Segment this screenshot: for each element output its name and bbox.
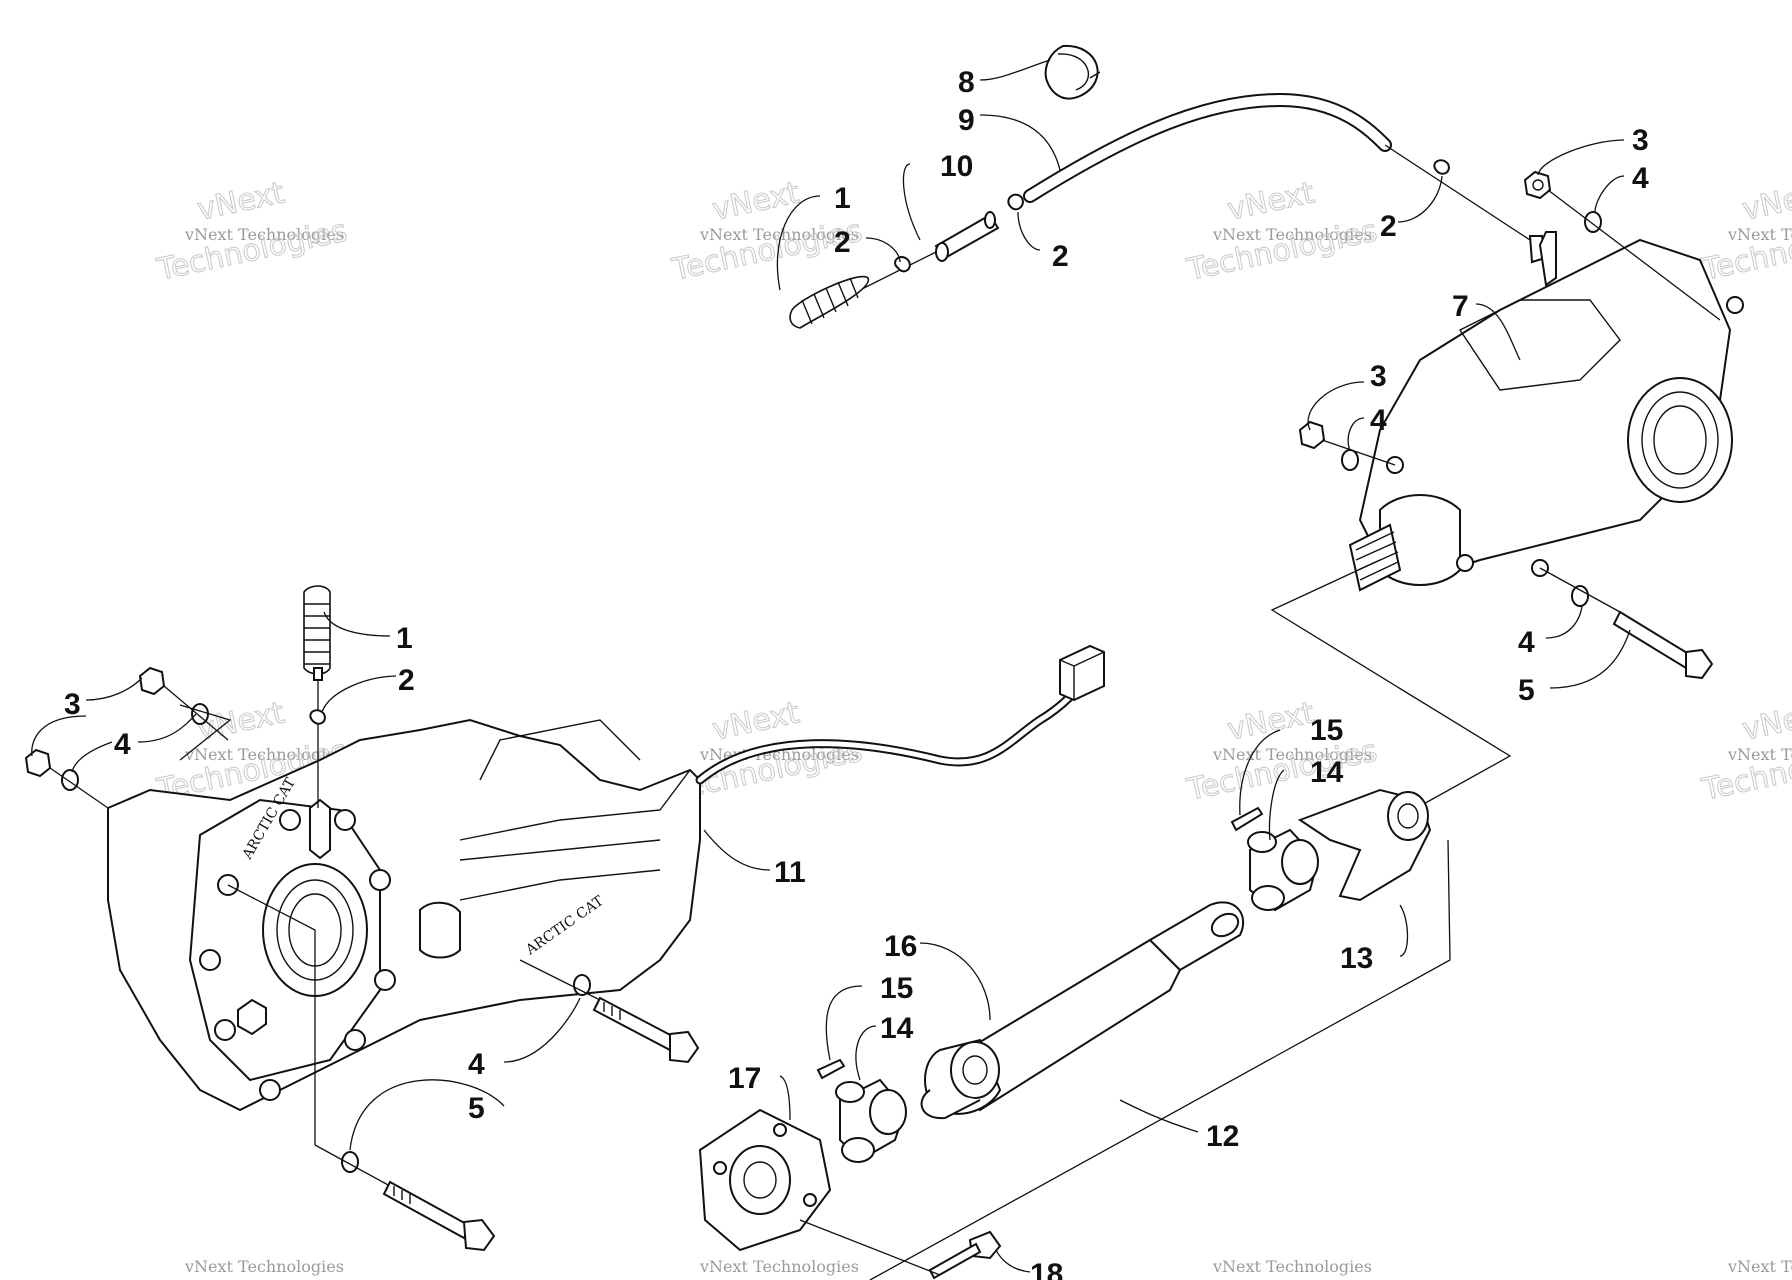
- watermark-9: vNext Technologies vNext Technologies vN…: [184, 1257, 1792, 1276]
- clip-2-upper-b: [1007, 193, 1024, 211]
- svg-text:vNext: vNext: [1224, 695, 1317, 748]
- callout-8: 8: [958, 66, 975, 99]
- drive-shaft-16: [920, 901, 1245, 1120]
- watermark-1: vNext vNext Technologies Technologies: [153, 175, 351, 289]
- clip-2-upper-c: [1433, 159, 1450, 175]
- washer-4-mid-right: [1321, 439, 1396, 471]
- callout-2-upper-b: 2: [1052, 240, 1069, 273]
- svg-text:vNext: vNext: [709, 695, 802, 748]
- callout-12: 12: [1206, 1120, 1239, 1153]
- clip-2-lower: [309, 709, 326, 725]
- callout-leaders: [31, 59, 1631, 1273]
- bolt-5-right: [1539, 567, 1714, 680]
- svg-text:vNext: vNext: [1739, 175, 1792, 228]
- washer-4-front-mid: [573, 974, 591, 996]
- front-gear-case-11: ARCTIC CAT ARCTIC CAT: [107, 718, 701, 1112]
- shaft-guide-line-right: [1270, 559, 1512, 807]
- rear-gear-case-7: [1348, 231, 1744, 592]
- callout-3-mid-right: 3: [1370, 360, 1387, 393]
- nut-3-upper-right: [1523, 170, 1552, 200]
- svg-text:vNext: vNext: [1224, 175, 1317, 228]
- callout-4-mid-right: 4: [1370, 404, 1387, 437]
- callout-1-upper: 1: [834, 182, 851, 215]
- nut-3-left-upper: [138, 666, 166, 696]
- svg-text:vNext Technologies: vNext Technologies: [1212, 745, 1372, 764]
- flange-17: [698, 1108, 832, 1252]
- watermark-7: vNext vNext Technologies Technologies: [1183, 695, 1381, 809]
- bolt-5-front-mid: [519, 959, 700, 1064]
- svg-text:vNext Technologies: vNext Technologies: [184, 745, 344, 764]
- bolt-18: [928, 1230, 1002, 1280]
- boot-1-lower: [303, 585, 331, 808]
- clip-2-upper-a: [894, 256, 911, 273]
- boot-1-upper: [789, 275, 869, 329]
- callout-1-lower: 1: [396, 622, 413, 655]
- guide-lines-left: [179, 704, 316, 1145]
- svg-text:vNext: vNext: [194, 695, 287, 748]
- svg-text:vNext Technologies: vNext Technologies: [1727, 1257, 1792, 1276]
- callout-4-lower-right: 4: [1518, 626, 1535, 659]
- callout-14-lower: 14: [880, 1012, 914, 1045]
- callout-14-upper: 14: [1310, 756, 1344, 789]
- cable-end-10: [859, 211, 1000, 291]
- watermark-3: vNext vNext Technologies Technologies: [1183, 175, 1381, 289]
- u-joint-14-upper: [1247, 828, 1320, 912]
- svg-text:vNext Technologies: vNext Technologies: [699, 1257, 859, 1276]
- svg-text:vNext: vNext: [194, 175, 287, 228]
- u-joint-14-lower: [835, 1078, 907, 1163]
- svg-text:vNext: vNext: [709, 175, 802, 228]
- svg-text:vNext Technologies: vNext Technologies: [1727, 225, 1792, 244]
- callout-16: 16: [884, 930, 917, 963]
- callout-4-upper-right: 4: [1632, 162, 1649, 195]
- callout-15-lower: 15: [880, 972, 913, 1005]
- callout-2-upper-c: 2: [1380, 210, 1397, 243]
- watermark-8: vNext vNext Technologies Technologies: [1698, 695, 1792, 809]
- callout-15-upper: 15: [1310, 714, 1343, 747]
- callout-labels: 8 9 10 1 2 2 2 3 4 7 3 4 4 5 1 2 3 4 11 …: [64, 66, 1649, 1280]
- snap-ring-8: [1044, 44, 1101, 100]
- nut-3-left-lower: [24, 748, 52, 778]
- callout-5-right: 5: [1518, 674, 1535, 707]
- yoke-13: [1297, 788, 1432, 902]
- callout-11: 11: [774, 856, 806, 889]
- washer-4-lower-right: [1571, 585, 1589, 607]
- callout-18: 18: [1030, 1258, 1063, 1280]
- callout-3-upper-right: 3: [1632, 124, 1649, 157]
- svg-text:vNext Technologies: vNext Technologies: [184, 1257, 344, 1276]
- svg-text:vNext Technologies: vNext Technologies: [1212, 225, 1372, 244]
- callout-5-front: 5: [468, 1092, 485, 1125]
- watermark-2: vNext vNext Technologies Technologies: [668, 175, 866, 289]
- snap-ring-15-lower: [816, 1058, 846, 1080]
- snap-ring-15-upper: [1230, 806, 1264, 832]
- svg-text:vNext Technologies: vNext Technologies: [1212, 1257, 1372, 1276]
- bolt-5-front-low: [314, 1144, 496, 1252]
- callout-3-left: 3: [64, 688, 81, 721]
- nut-3-mid-right: [1298, 420, 1326, 450]
- washer-4-upper-right: [1547, 189, 1721, 321]
- washer-4-left-lower: [49, 767, 109, 809]
- svg-text:vNext Technologies: vNext Technologies: [699, 225, 859, 244]
- guide-lines-shaft: [799, 839, 1451, 1280]
- callout-10: 10: [940, 150, 973, 183]
- svg-text:vNext Technologies: vNext Technologies: [184, 225, 344, 244]
- callout-7: 7: [1452, 290, 1469, 323]
- wire-harness: [695, 644, 1105, 785]
- washer-4-front-low: [341, 1151, 359, 1173]
- callout-13: 13: [1340, 942, 1373, 975]
- callout-17: 17: [728, 1062, 761, 1095]
- svg-text:vNext Technologies: vNext Technologies: [1727, 745, 1792, 764]
- callout-9: 9: [958, 104, 975, 137]
- callout-4-left: 4: [114, 728, 131, 761]
- callout-4-front: 4: [468, 1048, 485, 1081]
- svg-text:vNext: vNext: [1739, 695, 1792, 748]
- callout-2-lower: 2: [398, 664, 415, 697]
- watermark-4: vNext vNext Technologies Technologies: [1698, 175, 1792, 289]
- callout-2-upper-a: 2: [834, 226, 851, 259]
